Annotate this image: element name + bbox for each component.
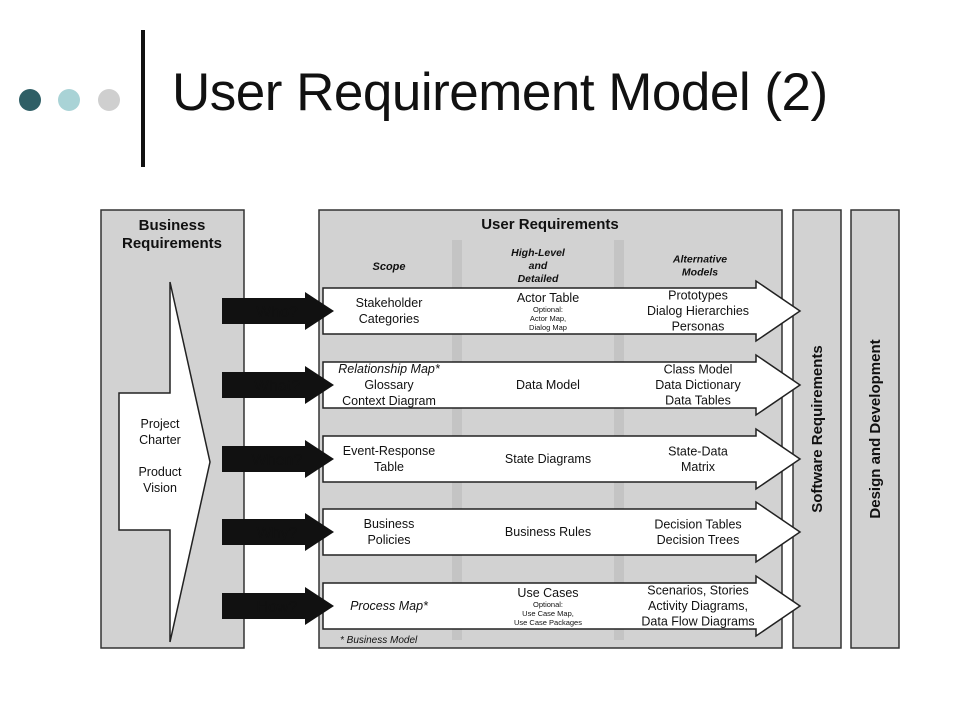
project-charter-arrow	[118, 281, 211, 643]
alternative-text: Dialog Hierarchies	[647, 304, 749, 318]
question-arrow	[222, 513, 334, 551]
scope-text: Glossary	[364, 378, 414, 392]
detailed-text: Use Cases	[517, 586, 578, 600]
alternative-text: State-Data	[668, 444, 728, 458]
detailed-note: Optional:	[533, 305, 563, 314]
alternative-text: Decision Trees	[657, 533, 740, 547]
alternative-text: Data Dictionary	[655, 378, 741, 392]
scope-text: Context Diagram	[342, 394, 436, 408]
slide-title: User Requirement Model (2)	[172, 63, 828, 122]
row-arrow	[322, 574, 802, 638]
detailed-text: Data Model	[516, 378, 580, 392]
scope-text: Relationship Map*	[338, 362, 441, 376]
scope-text: Policies	[367, 533, 410, 547]
alternative-text: Personas	[672, 320, 725, 334]
row-arrow	[322, 279, 802, 343]
alternative-header-line: Models	[682, 267, 718, 279]
business-model-footnote: * Business Model	[340, 635, 418, 646]
charter-line: Charter	[139, 433, 181, 447]
business-requirements-heading-1: Business	[139, 217, 206, 234]
scope-text: Event-Response	[343, 444, 435, 458]
business-requirements-heading-2: Requirements	[122, 235, 222, 252]
high-level-header-line: Detailed	[518, 273, 559, 285]
detailed-note: Use Case Map,	[522, 609, 574, 618]
question-label: When?	[252, 452, 303, 469]
scope-text: Process Map*	[350, 599, 429, 613]
high-level-header-line: High-Level	[511, 247, 566, 259]
scope-text: Stakeholder	[356, 296, 423, 310]
question-arrow	[222, 366, 334, 404]
alternative-text: Decision Tables	[654, 517, 741, 531]
alternative-text: Matrix	[681, 460, 716, 474]
charter-line: Project	[141, 417, 180, 431]
user-requirements-panel	[318, 209, 783, 649]
question-label: What?	[254, 378, 300, 395]
scope-column-header: Scope	[372, 261, 405, 273]
question-arrow	[222, 587, 334, 625]
design-development-label: Design and Development	[867, 339, 884, 518]
user-requirements-heading: User Requirements	[481, 216, 619, 233]
title-divider	[141, 30, 145, 167]
bullet-dot-2	[58, 89, 80, 111]
alternative-header-line: Alternative	[672, 254, 727, 266]
question-label: Why?	[257, 525, 298, 542]
row-arrow	[322, 500, 802, 564]
question-label: Who?	[256, 304, 298, 321]
charter-line: Product	[138, 465, 182, 479]
software-requirements-panel	[792, 209, 842, 649]
charter-line: Vision	[143, 481, 177, 495]
question-label: How?	[257, 599, 298, 616]
detailed-note: Actor Map,	[530, 314, 566, 323]
bullet-dot-3	[98, 89, 120, 111]
detailed-note: Use Case Packages	[514, 618, 582, 627]
detailed-text: Business Rules	[505, 525, 591, 539]
question-arrow	[222, 440, 334, 478]
detailed-note: Dialog Map	[529, 323, 567, 332]
alternative-text: Scenarios, Stories	[647, 584, 748, 598]
scope-text: Categories	[359, 312, 419, 326]
row-arrow	[322, 427, 802, 491]
detailed-note: Optional:	[533, 600, 563, 609]
alternative-text: Class Model	[664, 363, 733, 377]
scope-text: Business	[364, 517, 415, 531]
row-arrow	[322, 353, 802, 417]
scope-text: Table	[374, 460, 404, 474]
detailed-text: Actor Table	[517, 291, 579, 305]
alternative-text: Activity Diagrams,	[648, 599, 748, 613]
software-requirements-label: Software Requirements	[809, 345, 826, 513]
question-arrow	[222, 292, 334, 330]
alternative-text: Prototypes	[668, 289, 728, 303]
high-level-header-line: and	[529, 260, 548, 272]
bullet-dot-1	[19, 89, 41, 111]
detailed-text: State Diagrams	[505, 452, 591, 466]
alternative-text: Data Flow Diagrams	[641, 615, 754, 629]
design-development-panel	[850, 209, 900, 649]
alternative-text: Data Tables	[665, 394, 731, 408]
